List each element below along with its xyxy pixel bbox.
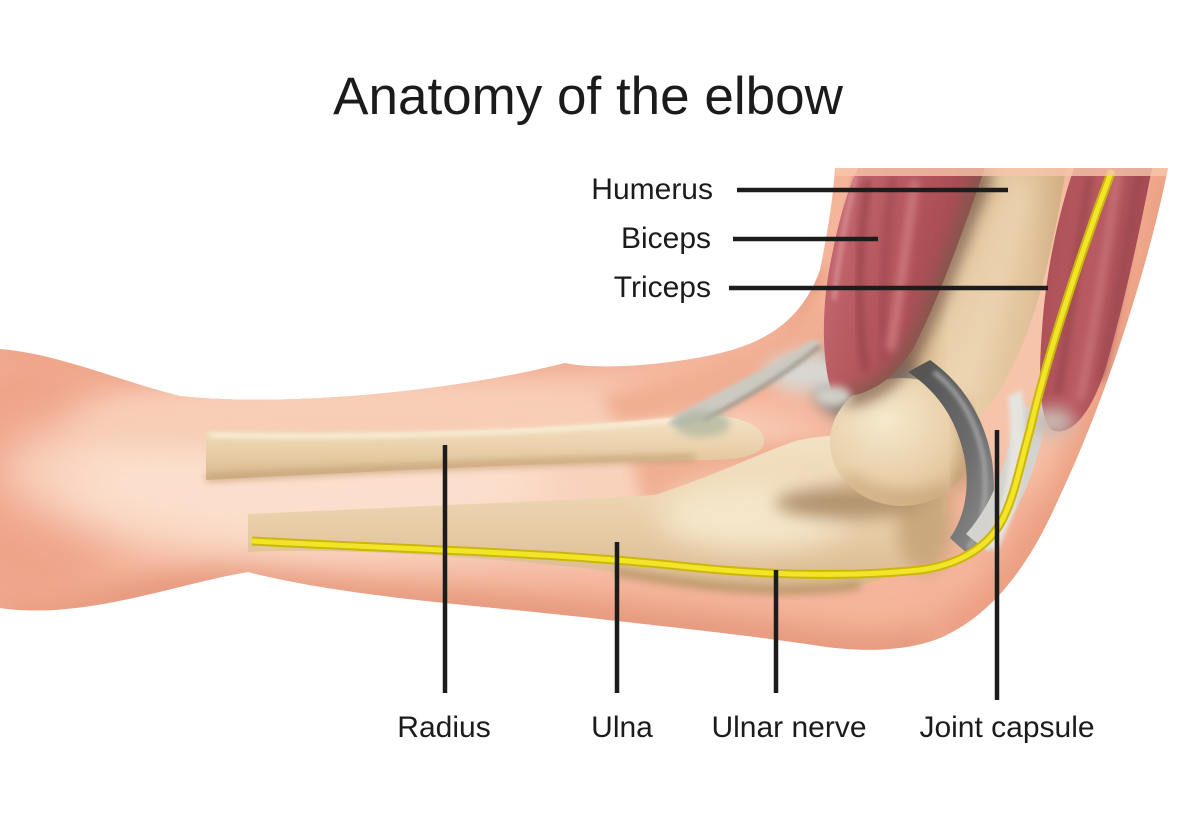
label-radius: Radius — [397, 711, 491, 744]
leader-lines — [442, 187, 1048, 700]
label-humerus: Humerus — [591, 173, 713, 206]
triceps-muscle — [1030, 168, 1152, 436]
label-ulnar-nerve: Ulnar nerve — [711, 711, 867, 744]
biceps-muscle — [815, 168, 992, 406]
arm-cut-edge — [835, 168, 1168, 176]
label-triceps: Triceps — [613, 271, 711, 304]
arm-artwork — [0, 168, 1168, 650]
biceps-tendon — [668, 340, 822, 437]
page-title: Anatomy of the elbow — [333, 67, 843, 126]
label-joint-capsule: Joint capsule — [919, 711, 1095, 744]
ulnar-nerve-path — [251, 168, 1117, 579]
label-biceps: Biceps — [620, 222, 711, 255]
radius-bone — [205, 415, 765, 481]
label-ulna: Ulna — [591, 711, 653, 744]
